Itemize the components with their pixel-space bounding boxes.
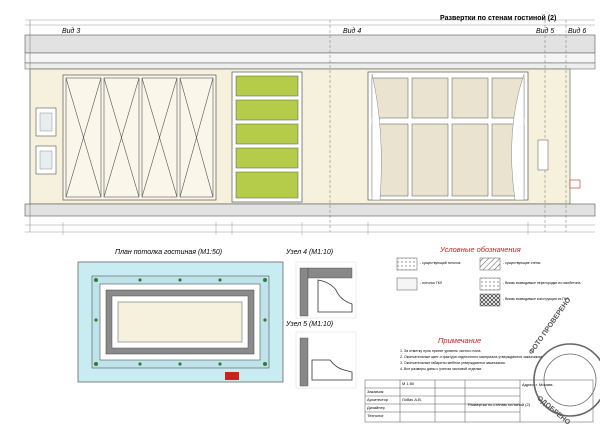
title-block-role: Технолог — [367, 413, 384, 418]
notes-title: Примечание — [438, 336, 482, 345]
node-5-title: Узел 5 (М1:10) — [286, 321, 334, 328]
node-4-title: Узел 4 (М1:10) — [286, 249, 334, 256]
ceiling-plan-title: План потолка гостиная (М1:50) — [115, 249, 223, 256]
legend-item: - существующие стены — [503, 261, 541, 265]
legend-item: - потолок ГКЛ — [420, 281, 443, 285]
note-item: 4. Все размеры даны с учетом чистовой от… — [400, 367, 483, 371]
title-block-scale: М 1:50 — [402, 381, 415, 386]
view-3-label: Вид 3 — [62, 28, 81, 35]
title-block-name: Лобач А.В. — [402, 397, 422, 402]
title-block-role: Дизайнер — [367, 405, 385, 410]
view-4-label: Вид 4 — [343, 28, 362, 35]
approval-stamp — [533, 343, 600, 417]
legend-item: - Вновь возводимые перегородки из газобе… — [503, 281, 581, 285]
legend-item: - Вновь возводимые конструкции из ГКЛ — [503, 297, 569, 301]
legend-title: Условные обозначения — [440, 245, 521, 254]
note-item: 1. За отметку нуля принят уровень чистог… — [400, 349, 482, 353]
view-5-label: Вид 5 — [536, 28, 555, 35]
note-item: 2. Окончательные цвет и фактура отделочн… — [400, 355, 543, 359]
title-block-drawing-name: Развертки по стенам гостиной (2) — [468, 402, 531, 407]
title-block-address: Адрес: г. Москва — [522, 382, 553, 387]
sheet-title: Развертки по стенам гостиной (2) — [440, 15, 557, 22]
legend-item: - существующий потолок — [420, 261, 461, 265]
title-block-role: Заказчик — [367, 389, 384, 394]
note-item: 3. Окончательные габариты мебели утвержд… — [400, 361, 506, 365]
title-block-role: Архитектор — [367, 397, 389, 402]
view-6-label: Вид 6 — [568, 28, 587, 35]
